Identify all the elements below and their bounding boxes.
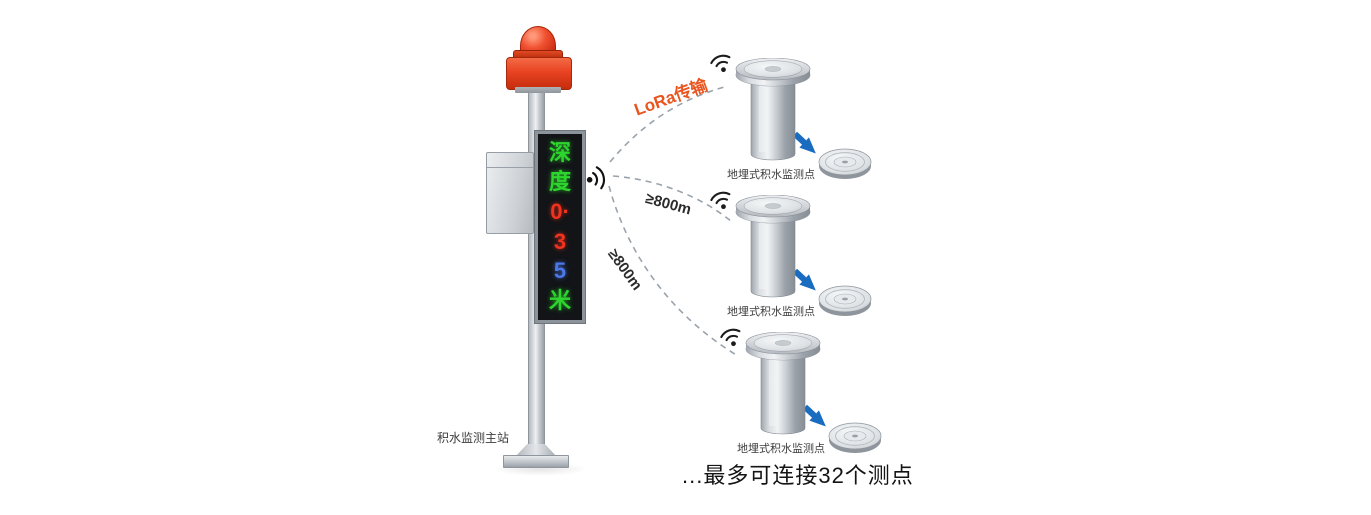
sensor-label: 地埋式积水监测点	[737, 443, 825, 455]
wifi-signal-icon	[720, 328, 741, 347]
led-char: 3	[553, 228, 567, 254]
alarm-mount-bracket	[515, 87, 561, 93]
range-label-1: ≥800m	[643, 190, 694, 219]
pole-foot	[516, 444, 556, 456]
lora-transmission-label: LoRa传输	[631, 75, 711, 120]
buried-sensor-cylinder	[735, 58, 811, 161]
pole-base-plate	[503, 455, 569, 468]
sensor-unit-1: 地埋式积水监测点	[705, 50, 895, 182]
buried-sensor-cylinder	[735, 195, 811, 298]
alarm-horn-body	[506, 57, 572, 90]
led-display: 深 度 0· 3 5 米	[534, 130, 586, 324]
water-sensor-disc	[818, 148, 872, 179]
led-char: 度	[548, 169, 571, 195]
wifi-signal-icon	[710, 54, 731, 73]
led-char: 5	[553, 258, 567, 284]
water-sensor-disc	[828, 422, 882, 453]
led-char: 深	[548, 139, 571, 165]
water-sensor-disc	[818, 285, 872, 316]
led-char: 0·	[550, 199, 570, 225]
master-station-label: 积水监测主站	[437, 431, 510, 445]
range-label-2: ≥800m	[604, 246, 646, 294]
buried-sensor-cylinder	[745, 332, 821, 435]
max-points-note: ...最多可连接32个测点	[682, 463, 914, 488]
sensor-label: 地埋式积水监测点	[727, 169, 815, 181]
sensor-unit-3: 地埋式积水监测点	[715, 324, 905, 456]
sensor-label: 地埋式积水监测点	[727, 306, 815, 318]
broadcast-signal-icon	[586, 166, 606, 190]
control-box	[486, 152, 534, 234]
sensor-unit-2: 地埋式积水监测点	[705, 187, 895, 319]
led-char: 米	[548, 288, 571, 314]
wifi-signal-icon	[710, 191, 731, 210]
